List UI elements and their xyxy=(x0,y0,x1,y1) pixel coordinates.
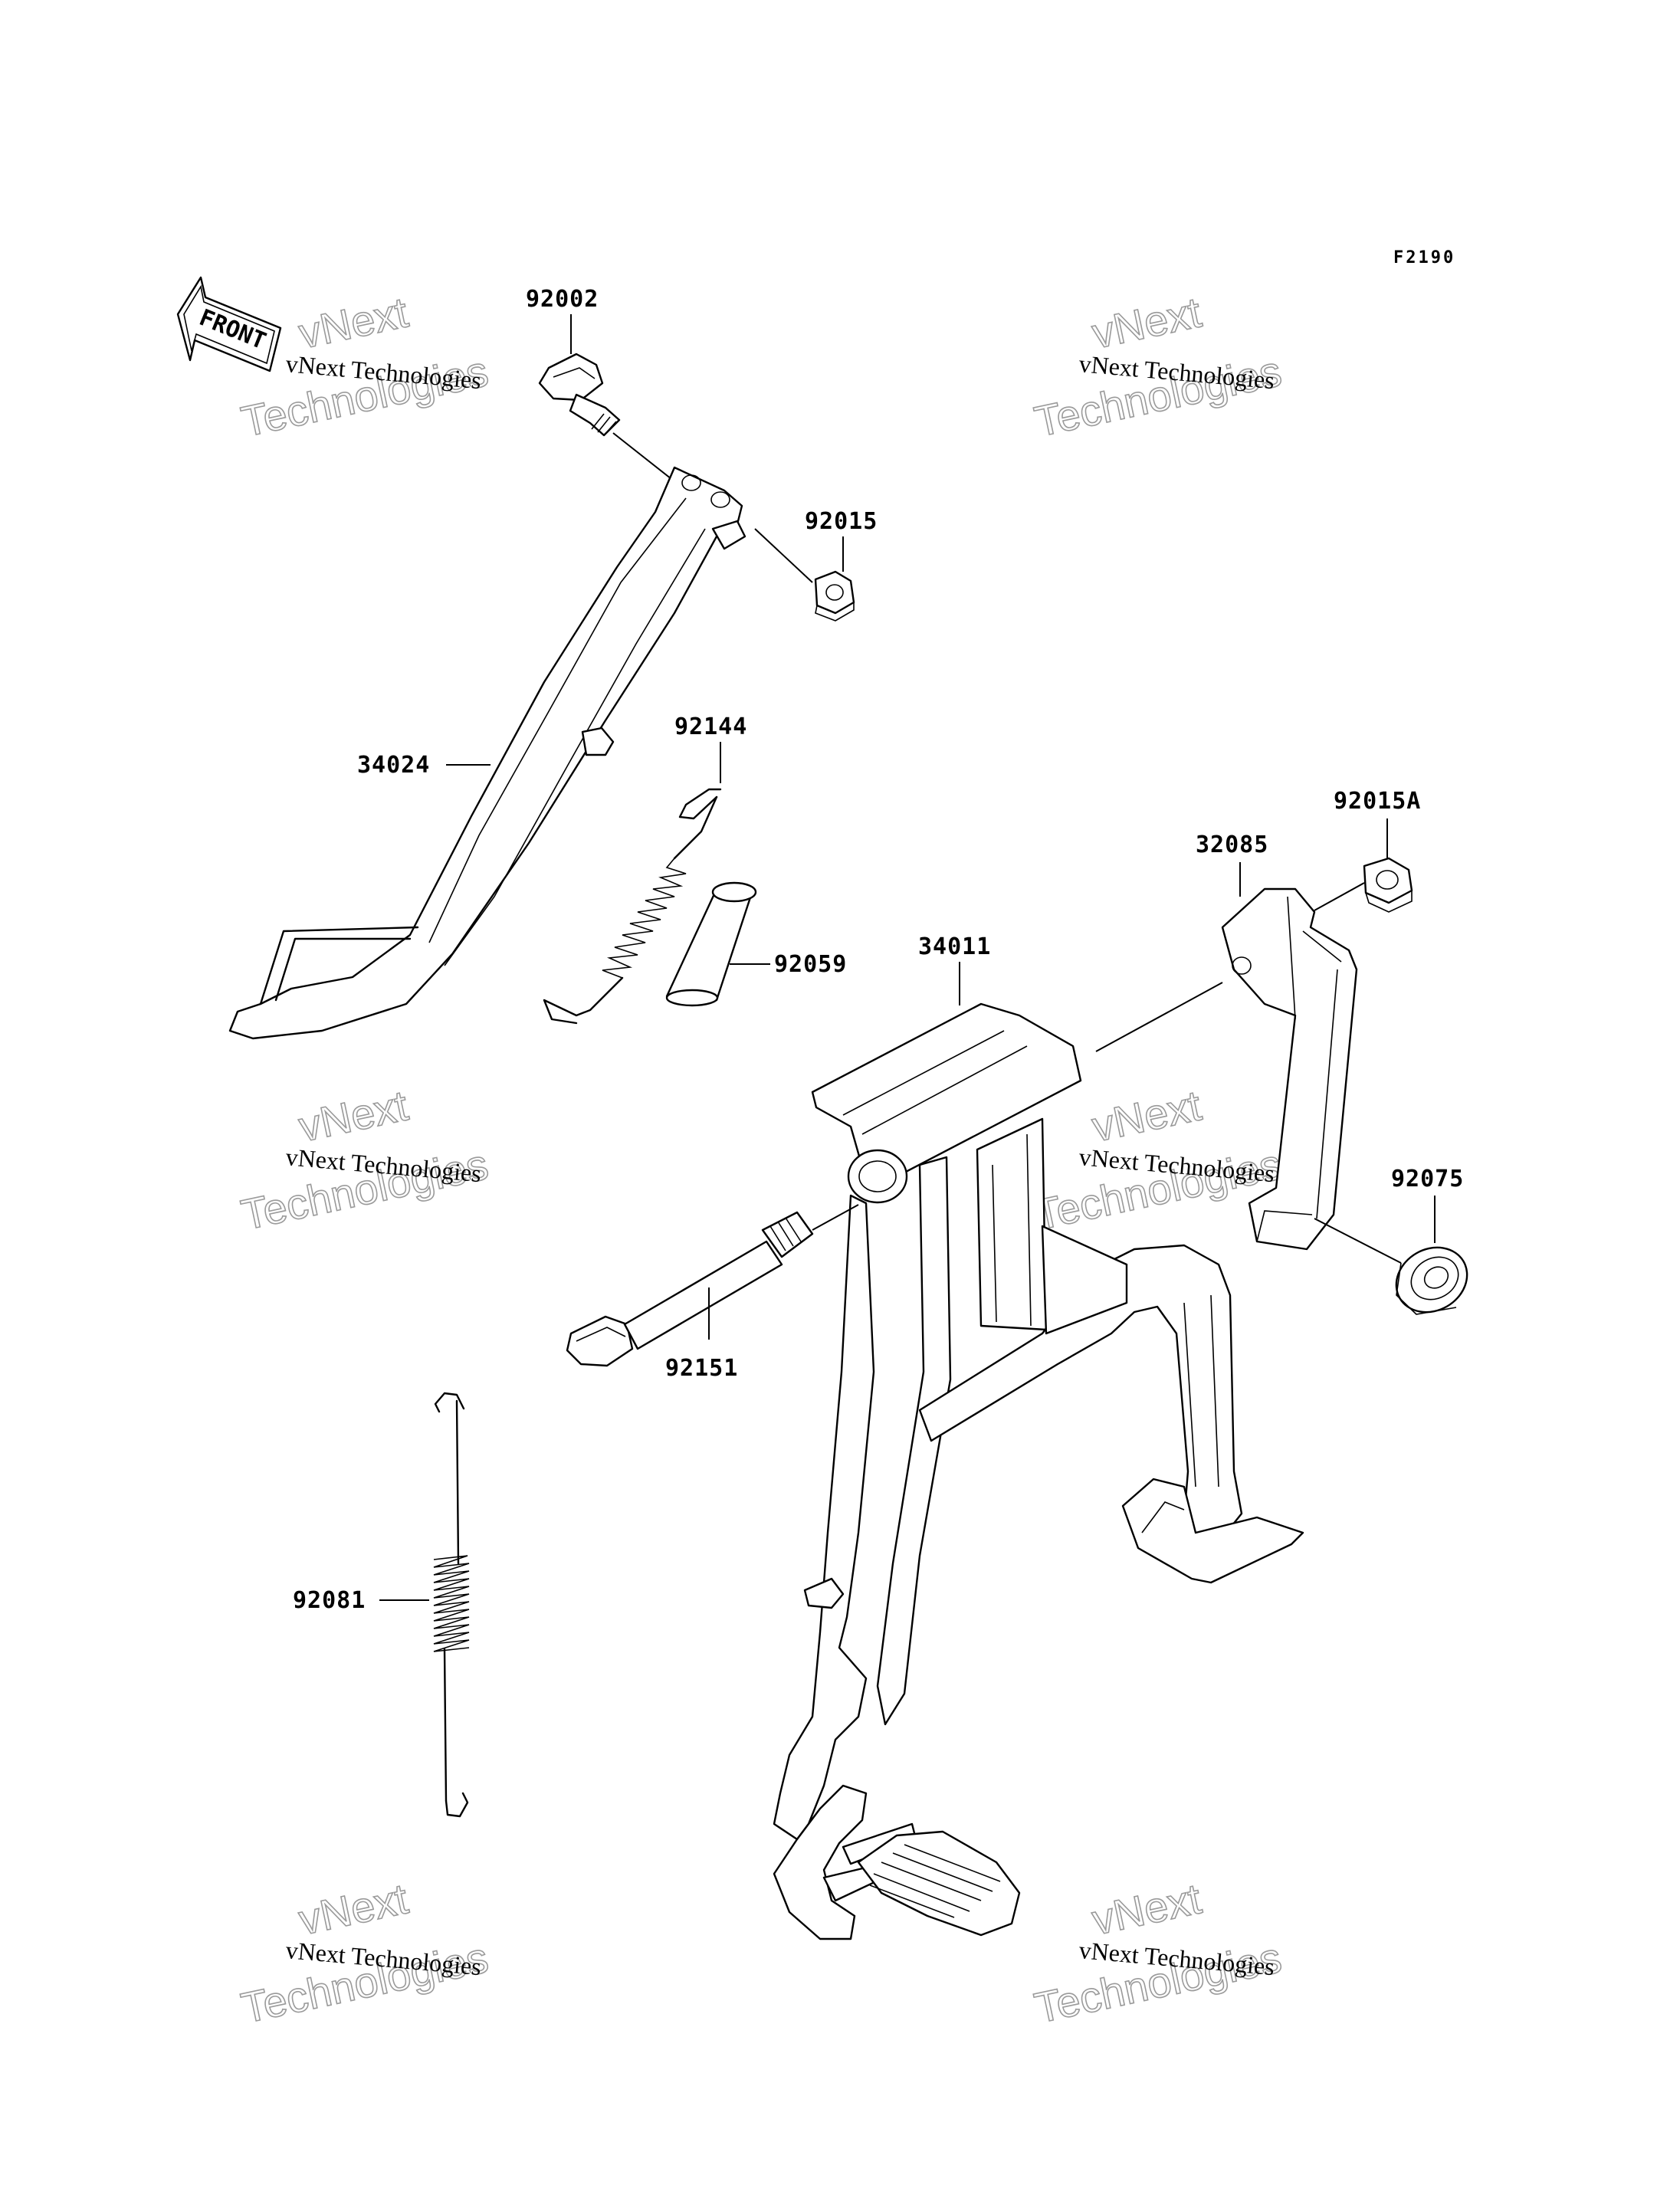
part-92002-bolt[interactable] xyxy=(538,353,621,437)
front-direction-arrow: FRONT xyxy=(176,276,282,372)
figure-code: F2190 xyxy=(1393,248,1455,267)
part-92059-collar[interactable] xyxy=(665,881,757,1007)
label-92081[interactable]: 92081 xyxy=(293,1587,366,1614)
watermark-mid-right: vNext Technologies vNext Technologies xyxy=(1030,1080,1286,1239)
part-32085-bracket[interactable] xyxy=(1221,887,1358,1251)
svg-text:vNext: vNext xyxy=(294,287,412,357)
leader-92015-axis xyxy=(754,528,813,583)
label-34024[interactable]: 34024 xyxy=(357,752,430,779)
watermark-bottom-right: vNext Technologies vNext Technologies xyxy=(1030,1873,1286,2032)
part-92081-spring[interactable] xyxy=(433,1392,470,1818)
svg-text:vNext: vNext xyxy=(1088,1081,1206,1150)
watermark-top-right: vNext Technologies vNext Technologies xyxy=(1030,287,1286,446)
part-34011-center-stand[interactable] xyxy=(773,1002,1304,1940)
label-92151[interactable]: 92151 xyxy=(665,1355,738,1382)
label-92059[interactable]: 92059 xyxy=(774,951,847,978)
part-34024-side-stand[interactable] xyxy=(228,466,746,1040)
label-92144[interactable]: 92144 xyxy=(674,713,747,740)
label-92015A[interactable]: 92015A xyxy=(1334,788,1421,815)
part-92015A-nut[interactable] xyxy=(1363,857,1413,913)
part-92144-spring[interactable] xyxy=(543,788,722,1025)
part-92151-shaft-bolt[interactable] xyxy=(566,1211,814,1367)
label-92002[interactable]: 92002 xyxy=(526,286,599,313)
svg-text:vNext: vNext xyxy=(1088,1874,1206,1944)
watermark-top-left: vNext Technologies vNext Technologies xyxy=(237,287,493,446)
label-34011[interactable]: 34011 xyxy=(918,933,991,960)
watermark-mid-left: vNext Technologies vNext Technologies xyxy=(237,1080,493,1239)
leader-92015A-axis xyxy=(1314,882,1365,911)
leader-92151-axis xyxy=(812,1204,859,1231)
label-32085[interactable]: 32085 xyxy=(1196,832,1268,858)
label-92015[interactable]: 92015 xyxy=(805,508,878,535)
leader-32085-axis xyxy=(1095,982,1223,1052)
leader-92075-axis xyxy=(1314,1218,1402,1264)
part-92075-bumper[interactable] xyxy=(1384,1235,1478,1324)
svg-text:vNext: vNext xyxy=(294,1874,412,1944)
label-92075[interactable]: 92075 xyxy=(1391,1166,1464,1192)
watermark-bottom-left: vNext Technologies vNext Technologies xyxy=(237,1873,493,2032)
part-92015-nut[interactable] xyxy=(814,570,855,622)
svg-text:vNext: vNext xyxy=(1088,287,1206,357)
svg-text:vNext: vNext xyxy=(294,1081,412,1150)
